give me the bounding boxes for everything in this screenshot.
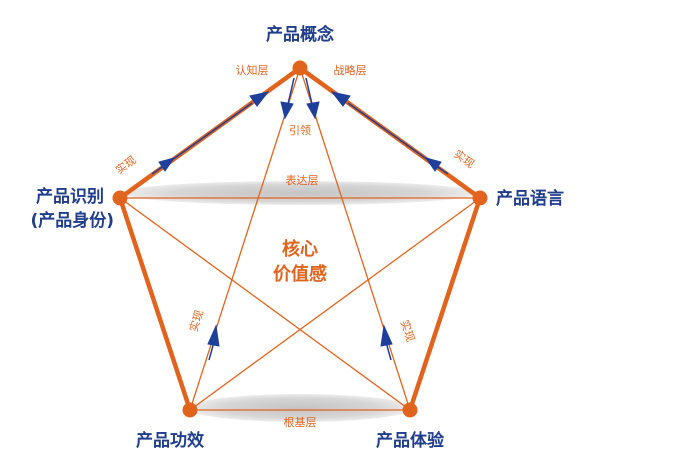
guide-arrow-right-icon: [305, 77, 320, 120]
node-label-left-line1: 产品识别: [36, 186, 104, 207]
star-line-top-bottomleft: [189, 67, 301, 411]
node-label-bottom-left: 产品功效: [136, 430, 204, 451]
star-line-top-bottomright: [299, 67, 411, 411]
node-dot-bottom-right: [402, 402, 418, 418]
expression-layer-label: 表达层: [286, 173, 319, 187]
node-label-right: 产品语言: [496, 188, 564, 209]
node-dot-top: [292, 60, 308, 76]
realize-right-upper-label: 实现: [451, 147, 477, 171]
strategy-layer-label: 战略层: [334, 63, 367, 77]
star-line-right-bottomleft: [189, 197, 481, 411]
node-label-bottom-right: 产品体验: [376, 430, 445, 451]
realize-left-lower-label: 实现: [186, 308, 206, 333]
expression-layer-ellipse: [122, 181, 478, 205]
cognition-layer-label: 认知层: [236, 63, 269, 77]
star-line-left-bottomright: [119, 197, 411, 411]
arrow-right-upper-icon: [330, 91, 449, 175]
arrow-right-lower-icon: [380, 324, 393, 361]
realize-left-upper-label: 实现: [113, 153, 139, 177]
node-dot-right: [472, 190, 488, 206]
node-dot-left: [112, 190, 128, 206]
guide-label: 引领: [289, 123, 311, 137]
foundation-layer-label: 根基层: [284, 415, 317, 429]
edge-left-bottomleft: [117, 195, 193, 413]
node-dot-bottom-left: [182, 402, 198, 418]
center-label-line2: 价值感: [273, 263, 327, 285]
arrow-left-upper-icon: [151, 91, 270, 175]
node-label-left-line2: (产品身份): [30, 210, 114, 231]
realize-right-lower-label: 实现: [398, 318, 418, 343]
node-label-top: 产品概念: [266, 24, 334, 45]
guide-arrow-left-icon: [280, 77, 295, 120]
foundation-layer-ellipse: [188, 394, 412, 422]
edge-right-bottomright: [407, 195, 483, 413]
arrow-left-lower-icon: [207, 324, 220, 361]
center-label-line1: 核心: [282, 238, 318, 260]
